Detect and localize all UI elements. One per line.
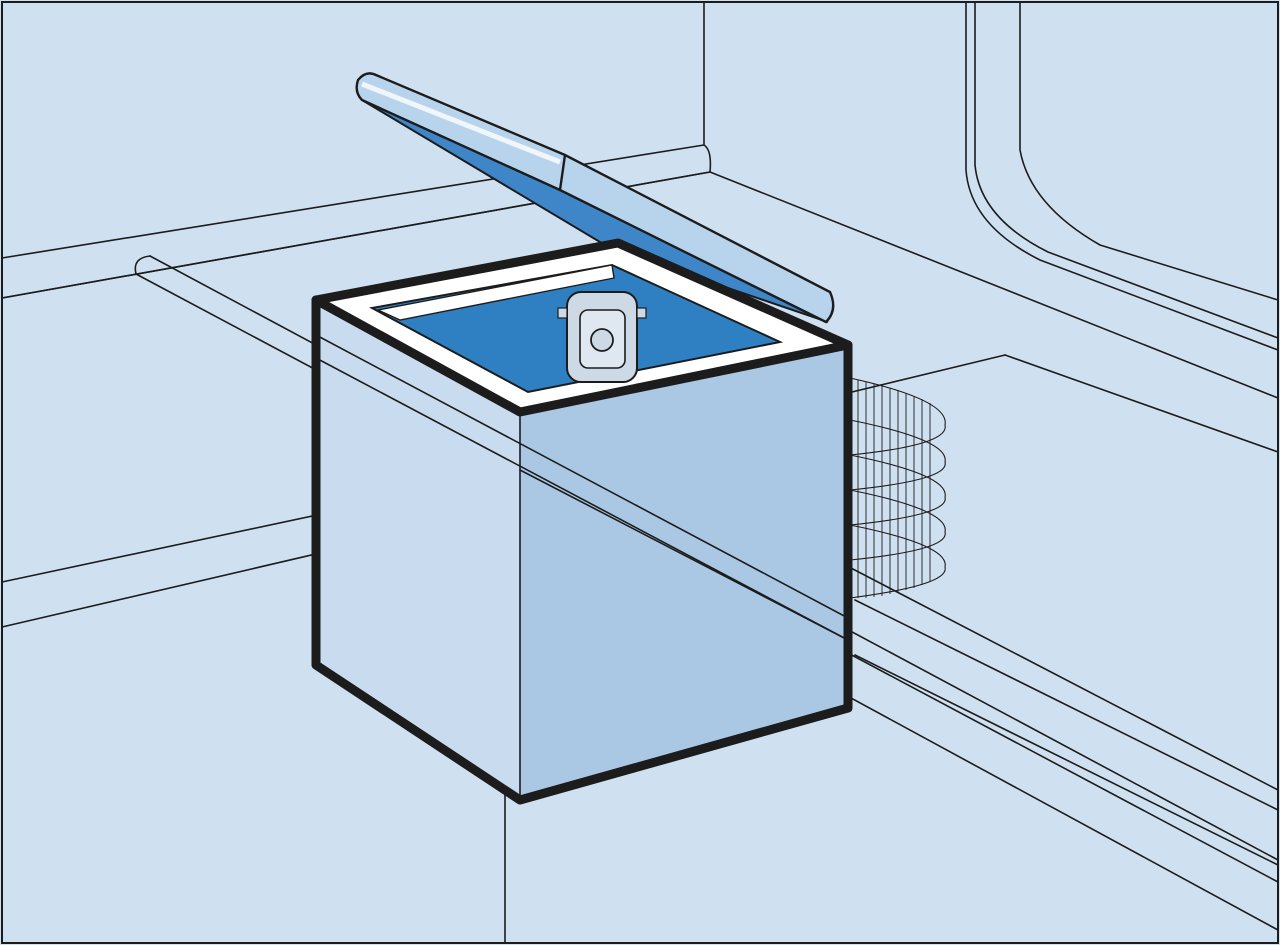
lid-edge-highlight bbox=[361, 81, 561, 165]
window-middle-curve bbox=[974, 1, 1279, 339]
condenser-coil bbox=[849, 377, 946, 599]
coil-loop bbox=[849, 419, 946, 491]
rail-behind-cabinet bbox=[315, 357, 849, 641]
cabinet-front-face bbox=[316, 300, 520, 800]
bench-diagonal bbox=[854, 599, 1279, 811]
rail-behind-cabinet bbox=[315, 334, 849, 619]
bench-diagonal-lower bbox=[854, 654, 1279, 866]
control-tab-left bbox=[557, 307, 568, 319]
freezer-lid bbox=[355, 72, 835, 324]
coil-fins bbox=[857, 380, 931, 598]
cabinet-side-face bbox=[520, 345, 848, 800]
coil-loop bbox=[849, 489, 946, 561]
freezer-cabinet bbox=[311, 238, 853, 805]
thermostat-control bbox=[557, 291, 647, 383]
coil-loop bbox=[849, 377, 946, 456]
coil-loop bbox=[849, 524, 946, 599]
window-inner-curve bbox=[1019, 1, 1279, 301]
right-counter-edge bbox=[709, 171, 1279, 399]
lid-top-surface bbox=[355, 72, 835, 324]
coil-loop bbox=[849, 454, 946, 526]
window-frame bbox=[965, 1, 1279, 351]
right-counter-lower-edge bbox=[1004, 354, 1279, 453]
control-knob-icon bbox=[590, 328, 614, 352]
window-outer-curve bbox=[965, 1, 1279, 351]
floor-behind-cabinet bbox=[519, 469, 849, 641]
rail-end-cap bbox=[134, 255, 151, 275]
cabinet-outline bbox=[311, 238, 853, 805]
control-tab-right bbox=[636, 307, 647, 319]
interior-back-wall bbox=[375, 264, 615, 321]
lid-hinge-seam bbox=[558, 153, 567, 192]
